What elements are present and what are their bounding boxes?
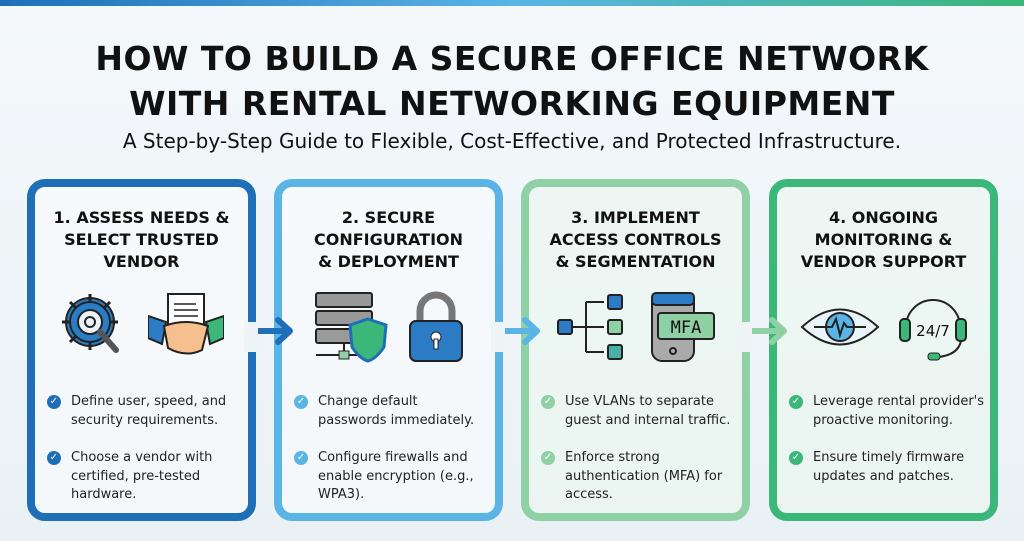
checkmark-icon: ✓ bbox=[541, 451, 555, 465]
server-shield-icon bbox=[314, 292, 388, 363]
padlock-icon bbox=[408, 291, 463, 362]
checkmark-icon: ✓ bbox=[789, 395, 803, 409]
title-line-2: WITH RENTAL NETWORKING EQUIPMENT bbox=[129, 84, 895, 123]
page-title: HOW TO BUILD A SECURE OFFICE NETWORK WITH… bbox=[0, 36, 1024, 126]
arrow-right-icon bbox=[752, 317, 787, 345]
checkmark-icon: ✓ bbox=[541, 395, 555, 409]
subtitle: A Step-by-Step Guide to Flexible, Cost-E… bbox=[122, 129, 902, 153]
arrow-right-icon bbox=[505, 317, 540, 345]
top-gradient-bar bbox=[0, 0, 1024, 6]
bullet-item: ✓Change default passwords immediately. bbox=[294, 393, 489, 430]
mfa-phone-icon: MFA bbox=[650, 292, 715, 362]
checkmark-icon: ✓ bbox=[294, 451, 308, 465]
bullet-item: ✓Configure firewalls and enable encrypti… bbox=[294, 449, 489, 505]
checkmark-icon: ✓ bbox=[789, 451, 803, 465]
bullet-item: ✓Enforce strong authentication (MFA) for… bbox=[541, 449, 736, 505]
svg-text:MFA: MFA bbox=[670, 318, 701, 338]
checkmark-icon: ✓ bbox=[47, 395, 61, 409]
eye-monitor-icon bbox=[800, 308, 879, 346]
arrow-right-icon bbox=[258, 317, 293, 345]
bullet-item: ✓Choose a vendor with certified, pre-tes… bbox=[47, 449, 242, 505]
bullet-item: ✓Use VLANs to separate guest and interna… bbox=[541, 393, 736, 430]
headset-icon: 24/7 bbox=[898, 299, 967, 361]
gear-search-icon bbox=[61, 294, 119, 353]
bullet-item: ✓Ensure timely firmware updates and patc… bbox=[789, 449, 984, 486]
bullet-item: ✓Define user, speed, and security requir… bbox=[47, 393, 242, 430]
handshake-icon bbox=[147, 293, 224, 355]
network-segmentation-icon bbox=[556, 294, 623, 360]
checkmark-icon: ✓ bbox=[294, 395, 308, 409]
svg-text:24/7: 24/7 bbox=[916, 322, 950, 340]
bullet-item: ✓Leverage rental provider's proactive mo… bbox=[789, 393, 984, 430]
title-line-1: HOW TO BUILD A SECURE OFFICE NETWORK bbox=[95, 39, 929, 78]
checkmark-icon: ✓ bbox=[47, 451, 61, 465]
